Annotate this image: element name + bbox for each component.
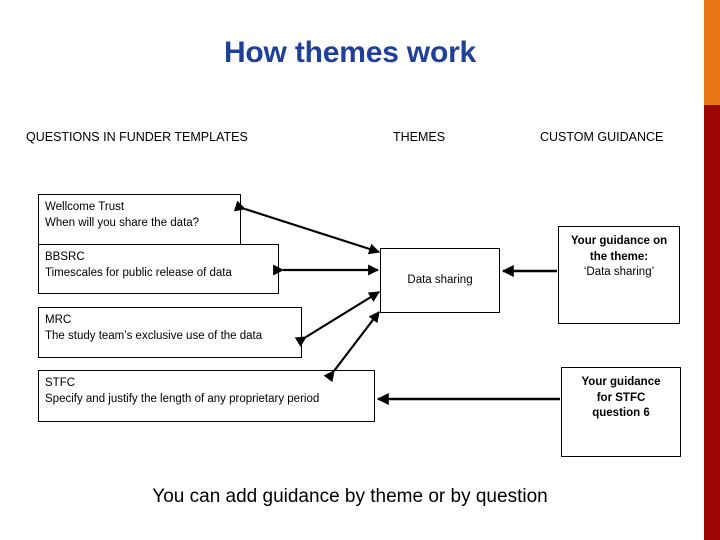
guidance-line-3: question 6: [592, 407, 650, 420]
question-box-bbsrc[interactable]: BBSRC Timescales for public release of d…: [38, 244, 279, 294]
decor-bar-red: [704, 105, 720, 540]
question-box-wellcome[interactable]: Wellcome Trust When will you share the d…: [38, 194, 241, 245]
theme-box-data-sharing[interactable]: Data sharing: [380, 248, 500, 313]
column-heading-guidance: CUSTOM GUIDANCE: [540, 130, 664, 144]
question-box-question: Specify and justify the length of any pr…: [45, 392, 320, 405]
page-title: How themes work: [223, 36, 477, 69]
connector-stfc-to-theme: [323, 311, 380, 383]
guidance-box-theme[interactable]: Your guidance on the theme: ‘Data sharin…: [558, 226, 680, 324]
guidance-line-3: ‘Data sharing’: [583, 266, 655, 279]
guidance-line-1: Your guidance: [581, 376, 661, 388]
question-box-question: When will you share the data?: [45, 216, 200, 229]
question-box-funder: STFC: [45, 377, 76, 389]
question-box-question: The study team’s exclusive use of the da…: [45, 329, 263, 342]
column-heading-questions: QUESTIONS IN FUNDER TEMPLATES: [26, 130, 248, 144]
guidance-line-1: Your guidance on: [570, 235, 668, 247]
decor-bar-orange: [704, 0, 720, 105]
question-box-stfc[interactable]: STFC Specify and justify the length of a…: [38, 370, 375, 422]
guidance-line-2: the theme:: [589, 250, 649, 263]
question-box-mrc[interactable]: MRC The study team’s exclusive use of th…: [38, 307, 302, 358]
question-box-question: Timescales for public release of data: [45, 266, 232, 279]
question-box-funder: BBSRC: [45, 251, 85, 263]
guidance-box-stfc[interactable]: Your guidance for STFC question 6: [561, 367, 681, 457]
question-box-funder: MRC: [45, 314, 72, 326]
theme-box-label: Data sharing: [407, 273, 473, 286]
guidance-line-2: for STFC: [596, 391, 646, 404]
column-heading-themes: THEMES: [393, 130, 446, 144]
slide-caption: You can add guidance by theme or by ques…: [152, 486, 548, 507]
question-box-funder: Wellcome Trust: [45, 201, 125, 213]
connector-mrc-to-theme: [294, 291, 380, 347]
